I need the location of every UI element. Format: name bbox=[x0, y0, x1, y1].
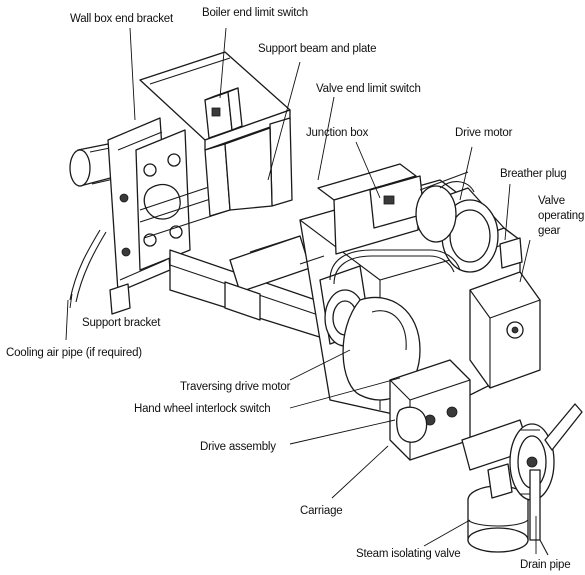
leader-lines bbox=[65, 27, 537, 554]
boiler-end-limit-switch-drawing bbox=[204, 87, 243, 139]
label-hand-wheel-interlock-switch: Hand wheel interlock switch bbox=[134, 403, 271, 415]
label-support-beam-and-plate: Support beam and plate bbox=[258, 43, 376, 55]
cooling-air-pipe-drawing bbox=[69, 141, 121, 303]
valve-operating-gear-drawing bbox=[469, 237, 541, 389]
label-valve-operating-gear-1: Valve bbox=[538, 195, 565, 207]
labels: Wall box end bracket Boiler end limit sw… bbox=[6, 7, 584, 571]
traversing-drive-motor-drawing bbox=[299, 255, 421, 401]
label-breather-plug: Breather plug bbox=[500, 168, 566, 180]
label-drain-pipe: Drain pipe bbox=[520, 559, 570, 571]
label-drive-assembly: Drive assembly bbox=[200, 441, 276, 453]
label-cooling-air-pipe: Cooling air pipe (if required) bbox=[6, 347, 142, 359]
sootblower-drawing bbox=[69, 51, 583, 556]
label-valve-operating-gear-3: gear bbox=[538, 225, 561, 237]
label-drive-motor: Drive motor bbox=[455, 127, 513, 139]
piping-drawing bbox=[329, 249, 461, 285]
wall-box-bracket-drawing bbox=[107, 117, 237, 315]
lance-tube-drawing bbox=[169, 235, 346, 346]
label-valve-operating-gear-2: operating bbox=[538, 210, 584, 222]
label-support-bracket: Support bracket bbox=[82, 317, 161, 329]
label-boiler-end-limit-switch: Boiler end limit switch bbox=[202, 7, 308, 19]
drive-assembly-drawing bbox=[389, 359, 471, 461]
drain-pipe-drawing bbox=[529, 403, 583, 556]
drive-motor-drawing bbox=[415, 171, 505, 273]
label-valve-end-limit-switch: Valve end limit switch bbox=[316, 83, 421, 95]
label-junction-box: Junction box bbox=[306, 127, 369, 139]
label-traversing-drive-motor: Traversing drive motor bbox=[180, 381, 291, 393]
label-steam-isolating-valve: Steam isolating valve bbox=[356, 548, 460, 560]
label-carriage: Carriage bbox=[300, 505, 343, 517]
label-wall-box-end-bracket: Wall box end bracket bbox=[70, 13, 174, 25]
